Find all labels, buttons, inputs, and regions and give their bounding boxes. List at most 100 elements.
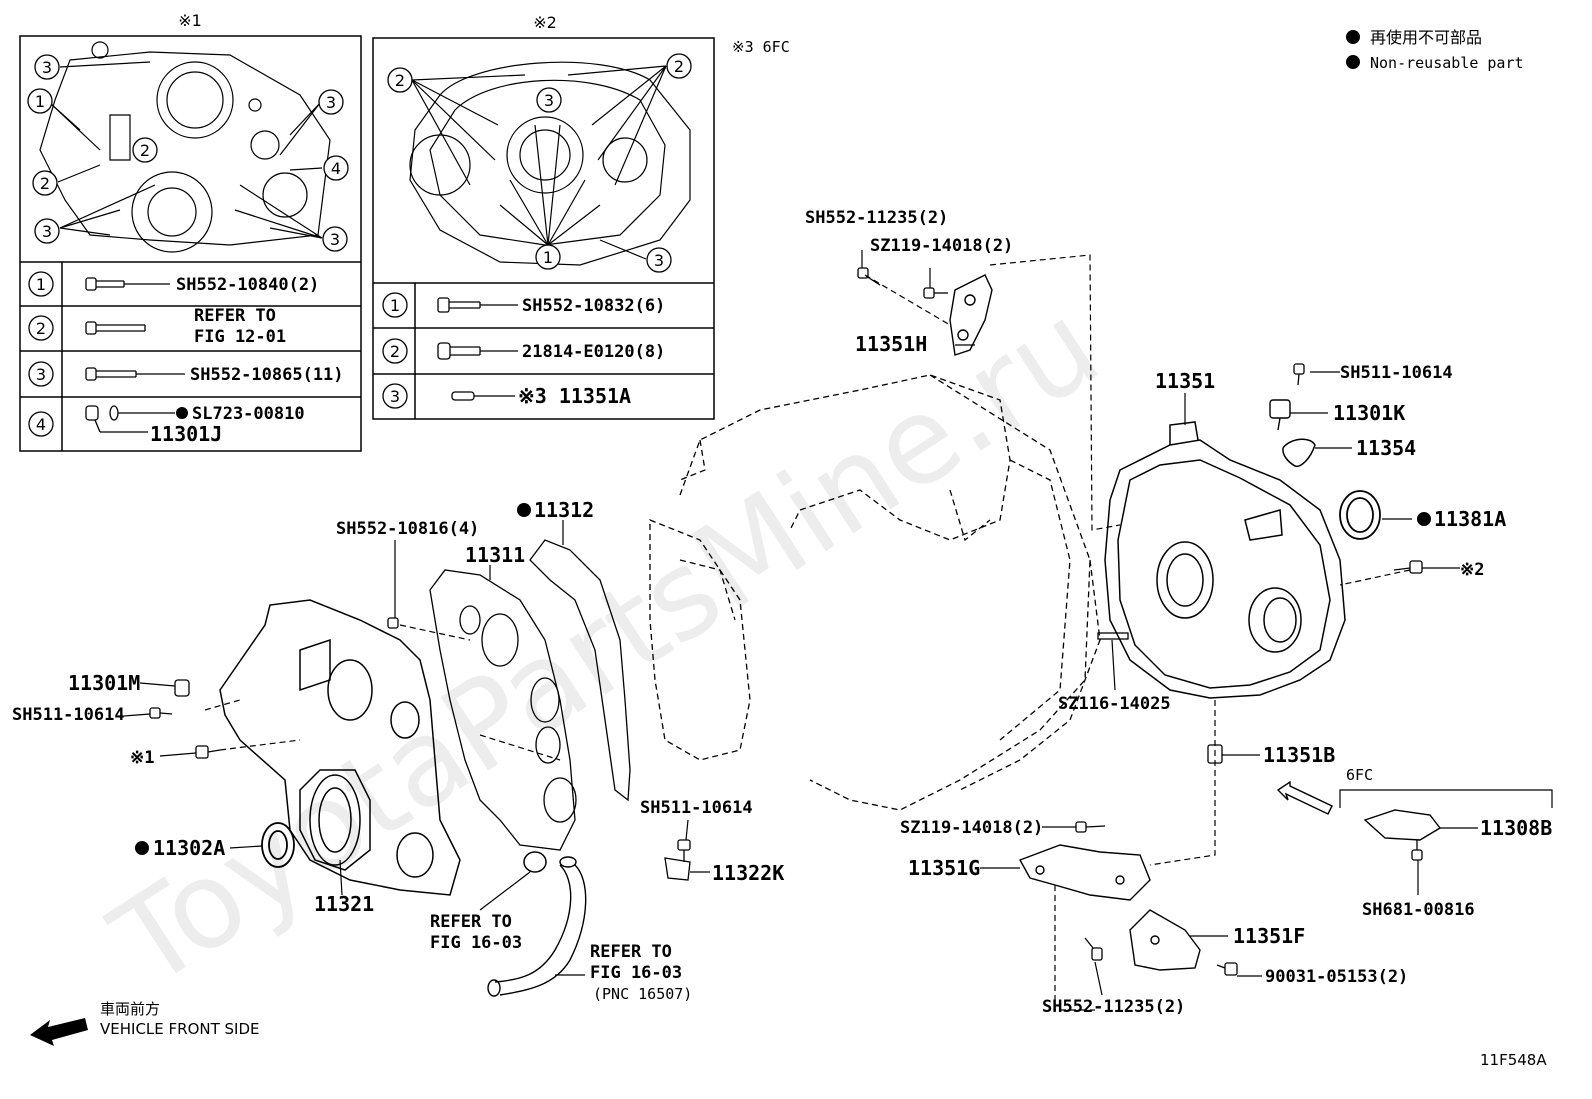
oil-seal-11302a	[261, 822, 295, 868]
svg-text:2: 2	[395, 71, 405, 90]
label-ref1: ※1	[130, 748, 154, 768]
label-sh552-11235-top: SH552-11235(2)	[805, 208, 948, 228]
svg-text:3: 3	[42, 58, 52, 77]
cap-11354	[1282, 438, 1316, 468]
oil-seal-11381a	[1339, 490, 1381, 540]
box2-row3-text: ※3 11351A	[518, 384, 631, 408]
label-11351: 11351	[1155, 369, 1215, 393]
box2-row3-num: 3	[390, 387, 400, 406]
bolts	[149, 267, 1423, 976]
svg-text:2: 2	[140, 141, 150, 160]
plate-11308b	[1363, 809, 1442, 841]
label-11351g: 11351G	[908, 856, 980, 880]
box1-row2-num: 2	[36, 319, 46, 338]
label-11311: 11311	[465, 543, 525, 567]
box1-row1-num: 1	[36, 275, 46, 294]
box2-title: ※2	[533, 13, 557, 32]
svg-text:1: 1	[543, 248, 553, 267]
sensor-11301k	[1269, 399, 1291, 431]
leader-lines	[204, 254, 1411, 1011]
label-sz116-14025: SZ116-14025	[1058, 694, 1171, 714]
bolt-icon	[437, 297, 518, 401]
label-sh552-11235-bottom: SH552-11235(2)	[1042, 997, 1185, 1017]
diagram-code: 11F548A	[1480, 1051, 1547, 1069]
svg-text:3: 3	[42, 222, 52, 241]
box1-row1-text: SH552-10840(2)	[176, 275, 319, 295]
legend: 再使用不可部品 Non-reusable part	[1346, 28, 1524, 72]
bracket-11351f	[1129, 909, 1201, 971]
box1-row4-num: 4	[36, 415, 46, 434]
part-numbers: 11351H 11351 11301K 11354 11381A 11351B …	[68, 332, 1552, 948]
svg-text:2: 2	[674, 57, 684, 76]
box2-row2-text: 21814-E0120(8)	[522, 342, 665, 362]
water-pipe	[487, 856, 587, 997]
svg-text:1: 1	[35, 92, 45, 111]
box2-row2-num: 2	[390, 342, 400, 361]
label-11354: 11354	[1356, 436, 1416, 460]
box1-row3-num: 3	[36, 365, 46, 384]
svg-text:3: 3	[326, 93, 336, 112]
box1-row3-text: SH552-10865(11)	[190, 365, 344, 385]
label-sh511-10614-left: SH511-10614	[12, 705, 125, 725]
note-6fc: ※3 6FC	[732, 38, 790, 56]
label-11322k: 11322K	[712, 861, 784, 885]
detail-box-1	[19, 35, 362, 452]
box2-sketch-callouts: 2 2 3 1 3	[387, 53, 692, 273]
box2-row1-text: SH552-10832(6)	[522, 296, 665, 316]
timing-gear-case	[219, 599, 461, 896]
label-sh681-00816: SH681-00816	[1362, 900, 1475, 920]
bracket-11351g	[1018, 844, 1151, 901]
gasket-11311	[429, 569, 577, 851]
gasket-11312	[529, 539, 631, 802]
legend-en: Non-reusable part	[1370, 54, 1524, 72]
part-labels: SH552-11235(2) SZ119-14018(2) SH511-1061…	[12, 208, 1484, 1017]
label-11302a: 11302A	[153, 836, 225, 860]
box1-row2-text: REFER TO	[194, 306, 276, 326]
label-sh552-10816: SH552-10816(4)	[336, 519, 479, 539]
front-en: VEHICLE FRONT SIDE	[100, 1020, 260, 1038]
label-11351h: 11351H	[855, 332, 927, 356]
bolt-icon	[85, 277, 185, 433]
box1-table: 1 2 3 4 SH552-10840(2) REFER TO FIG 12-0…	[28, 271, 344, 446]
legend-jp: 再使用不可部品	[1370, 28, 1482, 47]
svg-text:2: 2	[40, 174, 50, 193]
box2-table: 1 2 3 SH552-10832(6) 21814-E0120(8) ※3 1…	[382, 292, 665, 409]
label-leaders	[123, 250, 1553, 996]
box1-row4-text2: 11301J	[150, 422, 222, 446]
label-sz119-14018-top: SZ119-14018(2)	[870, 236, 1013, 256]
label-11301m: 11301M	[68, 671, 140, 695]
bracket-11351h	[949, 274, 993, 356]
label-11308b: 11308B	[1480, 816, 1552, 840]
non-reusable-dot	[176, 407, 188, 419]
non-reusable-markers	[135, 503, 1431, 855]
engine-block-outline	[649, 374, 1101, 811]
label-sh511-10614-mid: SH511-10614	[640, 798, 753, 818]
box1-row2-text2: FIG 12-01	[194, 327, 286, 347]
label-refer-b2: FIG 16-03	[590, 963, 682, 983]
label-refer-b1: REFER TO	[590, 942, 672, 962]
label-sz119-14018-bottom: SZ119-14018(2)	[900, 818, 1043, 838]
o-ring	[523, 851, 547, 873]
label-6fc: 6FC	[1346, 766, 1373, 784]
label-11312: 11312	[534, 498, 594, 522]
label-refer-a2: FIG 16-03	[430, 933, 522, 953]
svg-text:4: 4	[331, 159, 341, 178]
box1-title: ※1	[178, 11, 202, 30]
label-sh511-10614-right: SH511-10614	[1340, 363, 1453, 383]
svg-text:3: 3	[330, 230, 340, 249]
label-refer-b3: (PNC 16507)	[593, 985, 692, 1003]
label-11381a: 11381A	[1434, 507, 1506, 531]
direction-arrow-icon	[1276, 780, 1333, 815]
front-arrow-icon	[30, 1018, 88, 1046]
label-11321: 11321	[314, 892, 374, 916]
label-11301k: 11301K	[1333, 401, 1405, 425]
label-ref2: ※2	[1460, 560, 1484, 580]
label-11351b: 11351B	[1263, 743, 1335, 767]
box2-row1-num: 1	[390, 296, 400, 315]
flywheel-housing	[1104, 421, 1346, 699]
svg-text:3: 3	[544, 91, 554, 110]
label-90031: 90031-05153(2)	[1265, 967, 1408, 987]
box1-sketch-callouts: 3 1 2 2 3 3 4 3	[27, 54, 349, 252]
svg-text:3: 3	[654, 251, 664, 270]
